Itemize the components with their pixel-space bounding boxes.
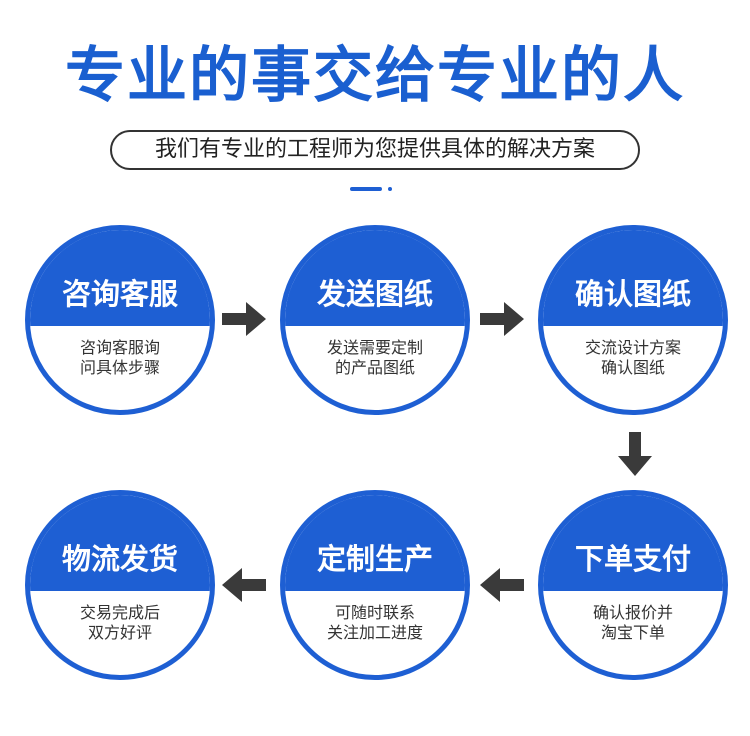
- step-title: 发送图纸: [316, 277, 433, 311]
- step-logistics: 物流发货 交易完成后双方好评: [25, 490, 215, 680]
- step-header-band: [543, 230, 723, 326]
- step-title: 确认图纸: [574, 277, 691, 311]
- step-title: 定制生产: [316, 542, 433, 576]
- arrow-left-icon: [480, 568, 524, 602]
- step-send-drawing: 发送图纸 发送需要定制的产品图纸: [280, 225, 470, 415]
- step-title: 咨询客服: [61, 277, 178, 311]
- arrow-right-icon: [222, 302, 266, 336]
- step-header-band: [285, 230, 465, 326]
- step-header-band: [543, 495, 723, 591]
- step-description: 交易完成后双方好评: [79, 603, 160, 642]
- step-description: 交流设计方案确认图纸: [584, 338, 681, 377]
- arrow-down-icon: [618, 432, 652, 476]
- step-production: 定制生产 可随时联系关注加工进度: [280, 490, 470, 680]
- step-order-payment: 下单支付 确认报价并淘宝下单: [538, 490, 728, 680]
- step-description: 咨询客服询问具体步骤: [79, 338, 160, 377]
- step-header-band: [30, 495, 210, 591]
- page-title: 专业的事交给专业的人: [65, 41, 685, 111]
- arrow-left-icon: [222, 568, 266, 602]
- step-header-band: [30, 230, 210, 326]
- step-description: 发送需要定制的产品图纸: [326, 338, 423, 377]
- step-consult: 咨询客服 咨询客服询问具体步骤: [25, 225, 215, 415]
- divider-dot: [388, 187, 392, 191]
- step-description: 可随时联系关注加工进度: [326, 603, 423, 642]
- arrow-right-icon: [480, 302, 524, 336]
- step-description: 确认报价并淘宝下单: [592, 603, 673, 642]
- step-confirm-drawing: 确认图纸 交流设计方案确认图纸: [538, 225, 728, 415]
- step-title: 下单支付: [574, 542, 691, 576]
- page-subtitle: 我们有专业的工程师为您提供具体的解决方案: [110, 130, 640, 170]
- step-header-band: [285, 495, 465, 591]
- divider-bar: [350, 187, 382, 191]
- step-title: 物流发货: [61, 542, 178, 576]
